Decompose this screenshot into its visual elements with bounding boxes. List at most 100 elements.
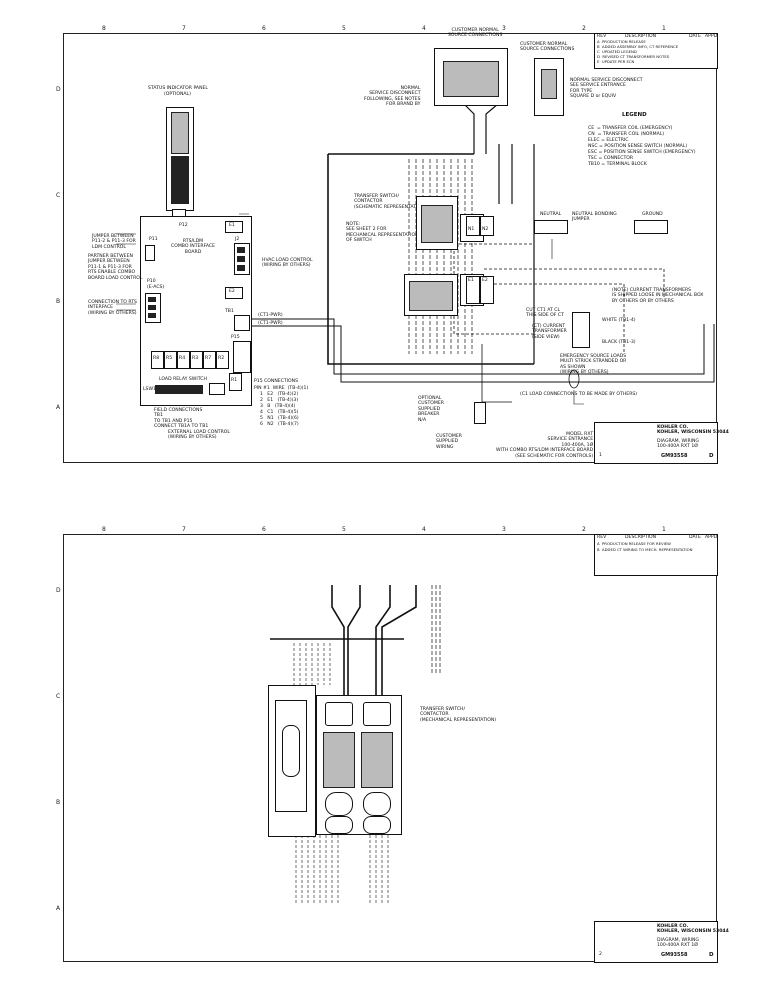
- board-p10-sub: (E-ACS): [147, 285, 165, 290]
- terminal-n1: N1: [466, 216, 480, 236]
- zone-col-7: 7: [182, 25, 186, 32]
- switch-handle-slot: [282, 725, 300, 777]
- jumper-note-1: JUMPER BETWEEN P11-2 & P11-3 FOR LDM CON…: [92, 234, 136, 250]
- p10-pin-3: [148, 313, 156, 318]
- revision-row-2: C UPDATED LEGEND: [597, 49, 637, 54]
- zone-col-5: 5: [342, 25, 346, 32]
- p15-row-3: 3 B (TB-4)(4): [260, 404, 296, 409]
- current-transformer: [572, 312, 590, 348]
- zone2-col-2: 2: [582, 526, 586, 533]
- p15-connections-title: P15 CONNECTIONS: [254, 379, 299, 384]
- revision2-header-desc: DESCRIPTION: [625, 535, 657, 540]
- board-e2-label: E2: [229, 289, 235, 294]
- p15-row-5: 5 N1 (TB-4)(6): [260, 416, 299, 421]
- j2-pin-2: [237, 256, 245, 262]
- zone2-row-c: C: [56, 693, 61, 700]
- ground-label: GROUND: [642, 212, 663, 217]
- legend-item-4: ESC = POSITION SENSE SWITCH (EMERGENCY): [588, 150, 696, 155]
- revision2-header-appd: APPD: [705, 535, 718, 540]
- transfer-switch-note: NOTE: SEE SHEET 2 FOR MECHANICAL REPRESE…: [346, 222, 419, 244]
- relay-r8: R8: [151, 351, 164, 369]
- terminal-n2: N2: [480, 216, 494, 236]
- zone2-col-4: 4: [422, 526, 426, 533]
- legend-title: LEGEND: [622, 112, 647, 118]
- ct-terminal-white: WHITE (TB1-4): [602, 318, 636, 323]
- zone2-row-d: D: [56, 587, 61, 594]
- drawing-number-2: GM93558: [661, 952, 688, 958]
- normal-service-right-note: NORMAL SERVICE DISCONNECT SEE SERVICE EN…: [570, 78, 643, 100]
- company-name-2: KOHLER CO. KOHLER, WISCONSIN 53044: [657, 924, 729, 935]
- transfer-switch-title: TRANSFER SWITCH/ CONTACTOR (SCHEMATIC RE…: [354, 194, 427, 210]
- board-e1-block: E1: [225, 221, 243, 233]
- board-p11-label: P11: [149, 237, 158, 242]
- normal-service-enclosure: [434, 48, 508, 106]
- zone2-col-1: 1: [662, 526, 666, 533]
- mechanical-switch-title: TRANSFER SWITCH/ CONTACTOR (MECHANICAL R…: [420, 707, 497, 723]
- legend-item-3: NSC = POSITION SENSE SWITCH (NORMAL): [588, 144, 688, 149]
- contact-e2-lower: [363, 816, 391, 834]
- zone-row-a: A: [56, 404, 61, 411]
- hvac-note: HVAC LOAD CONTROL (WIRING BY OTHERS): [262, 258, 313, 269]
- p15-row-4: 4 C1 (TB-4)(5): [260, 410, 299, 415]
- legend-item-2: ELEC = ELECTRIC: [588, 138, 629, 143]
- title-block-2: KOHLER CO. KOHLER, WISCONSIN 53044 DIAGR…: [594, 921, 729, 963]
- zone-col-4: 4: [422, 25, 426, 32]
- board-p15-label: P15: [231, 335, 240, 340]
- revision-block-2: REV DESCRIPTION DATE APPD A PRODUCTION R…: [594, 534, 718, 576]
- legend-item-6: TB10 = TERMINAL BLOCK: [588, 162, 647, 167]
- all-load-note: (C1 LOAD CONNECTIONS TO BE MADE BY OTHER…: [520, 392, 638, 397]
- model-description: MODEL RXT SERVICE ENTRANCE 100-400A, 1Ø …: [496, 432, 594, 459]
- zone2-col-7: 7: [182, 526, 186, 533]
- relay-r3: R3: [190, 351, 203, 369]
- ct-terminal-black: BLACK (TB1-3): [602, 340, 636, 345]
- wiring-sheet-2: 8 7 6 5 4 3 2 1 D C B A TRANSFER SWITCH/…: [56, 526, 729, 963]
- terminal-e2: E2: [480, 276, 494, 304]
- optional-breaker-note: OPTIONAL CUSTOMER SUPPLIED BREAKER N/A: [418, 396, 444, 423]
- normal-service-breaker: [443, 61, 499, 97]
- company-name: KOHLER CO. KOHLER, WISCONSIN 53044: [657, 425, 729, 436]
- zone2-col-3: 3: [502, 526, 506, 533]
- drawing-size-2: D: [709, 952, 714, 958]
- normal-service-disconnect-right: [534, 58, 564, 116]
- wiring-sheet-1: 8 7 6 5 4 3 2 1 D C B A STATUS INDICATOR…: [56, 25, 729, 464]
- relay-r7: R7: [203, 351, 216, 369]
- zone2-row-b: B: [56, 799, 61, 806]
- board-j3-connector: [209, 383, 225, 395]
- contact-e2: [363, 792, 391, 816]
- ct-label-2: (CT1-PWR): [258, 321, 283, 326]
- neutral-jumper-label: NEUTRAL BONDING JUMPER: [572, 212, 617, 223]
- relay-r4: R4: [177, 351, 190, 369]
- board-p12-label: P12: [179, 223, 188, 228]
- j2-pin-1: [237, 247, 245, 253]
- p15-row-1: 1 E2 (TB-4)(2): [260, 392, 299, 397]
- revision2-header-rev: REV: [597, 535, 607, 540]
- title-block: KOHLER CO. KOHLER, WISCONSIN 53044 DIAGR…: [594, 422, 729, 464]
- p15-row-0: PIN #1 WIRE (TB-4)(1): [254, 386, 309, 391]
- revision-row-1: B ADDED ASSEMBLY INFO, CT REFERENCE: [597, 44, 679, 49]
- drawing-title-2: DIAGRAM, WIRING 100-400A RXT 1Ø: [657, 938, 699, 949]
- drawing-size: D: [709, 453, 714, 459]
- p15-row-2: 2 E1 (TB-4)(3): [260, 398, 299, 403]
- board-p15-connector: [233, 341, 251, 373]
- zone2-col-6: 6: [262, 526, 266, 533]
- zone-row-b: B: [56, 298, 61, 305]
- status-indicator-panel: [166, 107, 194, 211]
- connection-note: CONNECTION TO RTS INTERFACE (WIRING BY O…: [88, 300, 137, 316]
- zone-row-c: C: [56, 192, 61, 199]
- transfer-switch-lower: [404, 274, 458, 316]
- zone-col-3: 3: [502, 25, 506, 32]
- revision-header-date: DATE: [689, 34, 701, 39]
- customer-normal-title: CUSTOMER NORMAL SOURCE CONNECTIONS: [448, 28, 503, 39]
- board-j2-label: J2: [235, 237, 240, 242]
- revision-row-3: D REVISED CT TRANSFORMER NOTES: [597, 54, 670, 59]
- neutral-label: NEUTRAL: [540, 212, 562, 217]
- switch-contact-assembly: [316, 695, 402, 835]
- load-relay-label: LOAD RELAY SWITCH: [159, 377, 207, 382]
- neutral-bar: [534, 220, 568, 234]
- revision-block: REV DESCRIPTION DATE APPD A PRODUCTION R…: [594, 33, 718, 69]
- normal-disconnect-note: NORMAL SERVICE DISCONNECT FOLLOWING, SEE…: [364, 86, 421, 108]
- legend-item-1: CN = TRANSFER COIL (NORMAL): [588, 132, 665, 137]
- zone-col-1: 1: [662, 25, 666, 32]
- revision2-row-0: A PRODUCTION RELEASE FOR REVIEW: [597, 541, 671, 546]
- status-panel-sub: (OPTIONAL): [164, 92, 191, 97]
